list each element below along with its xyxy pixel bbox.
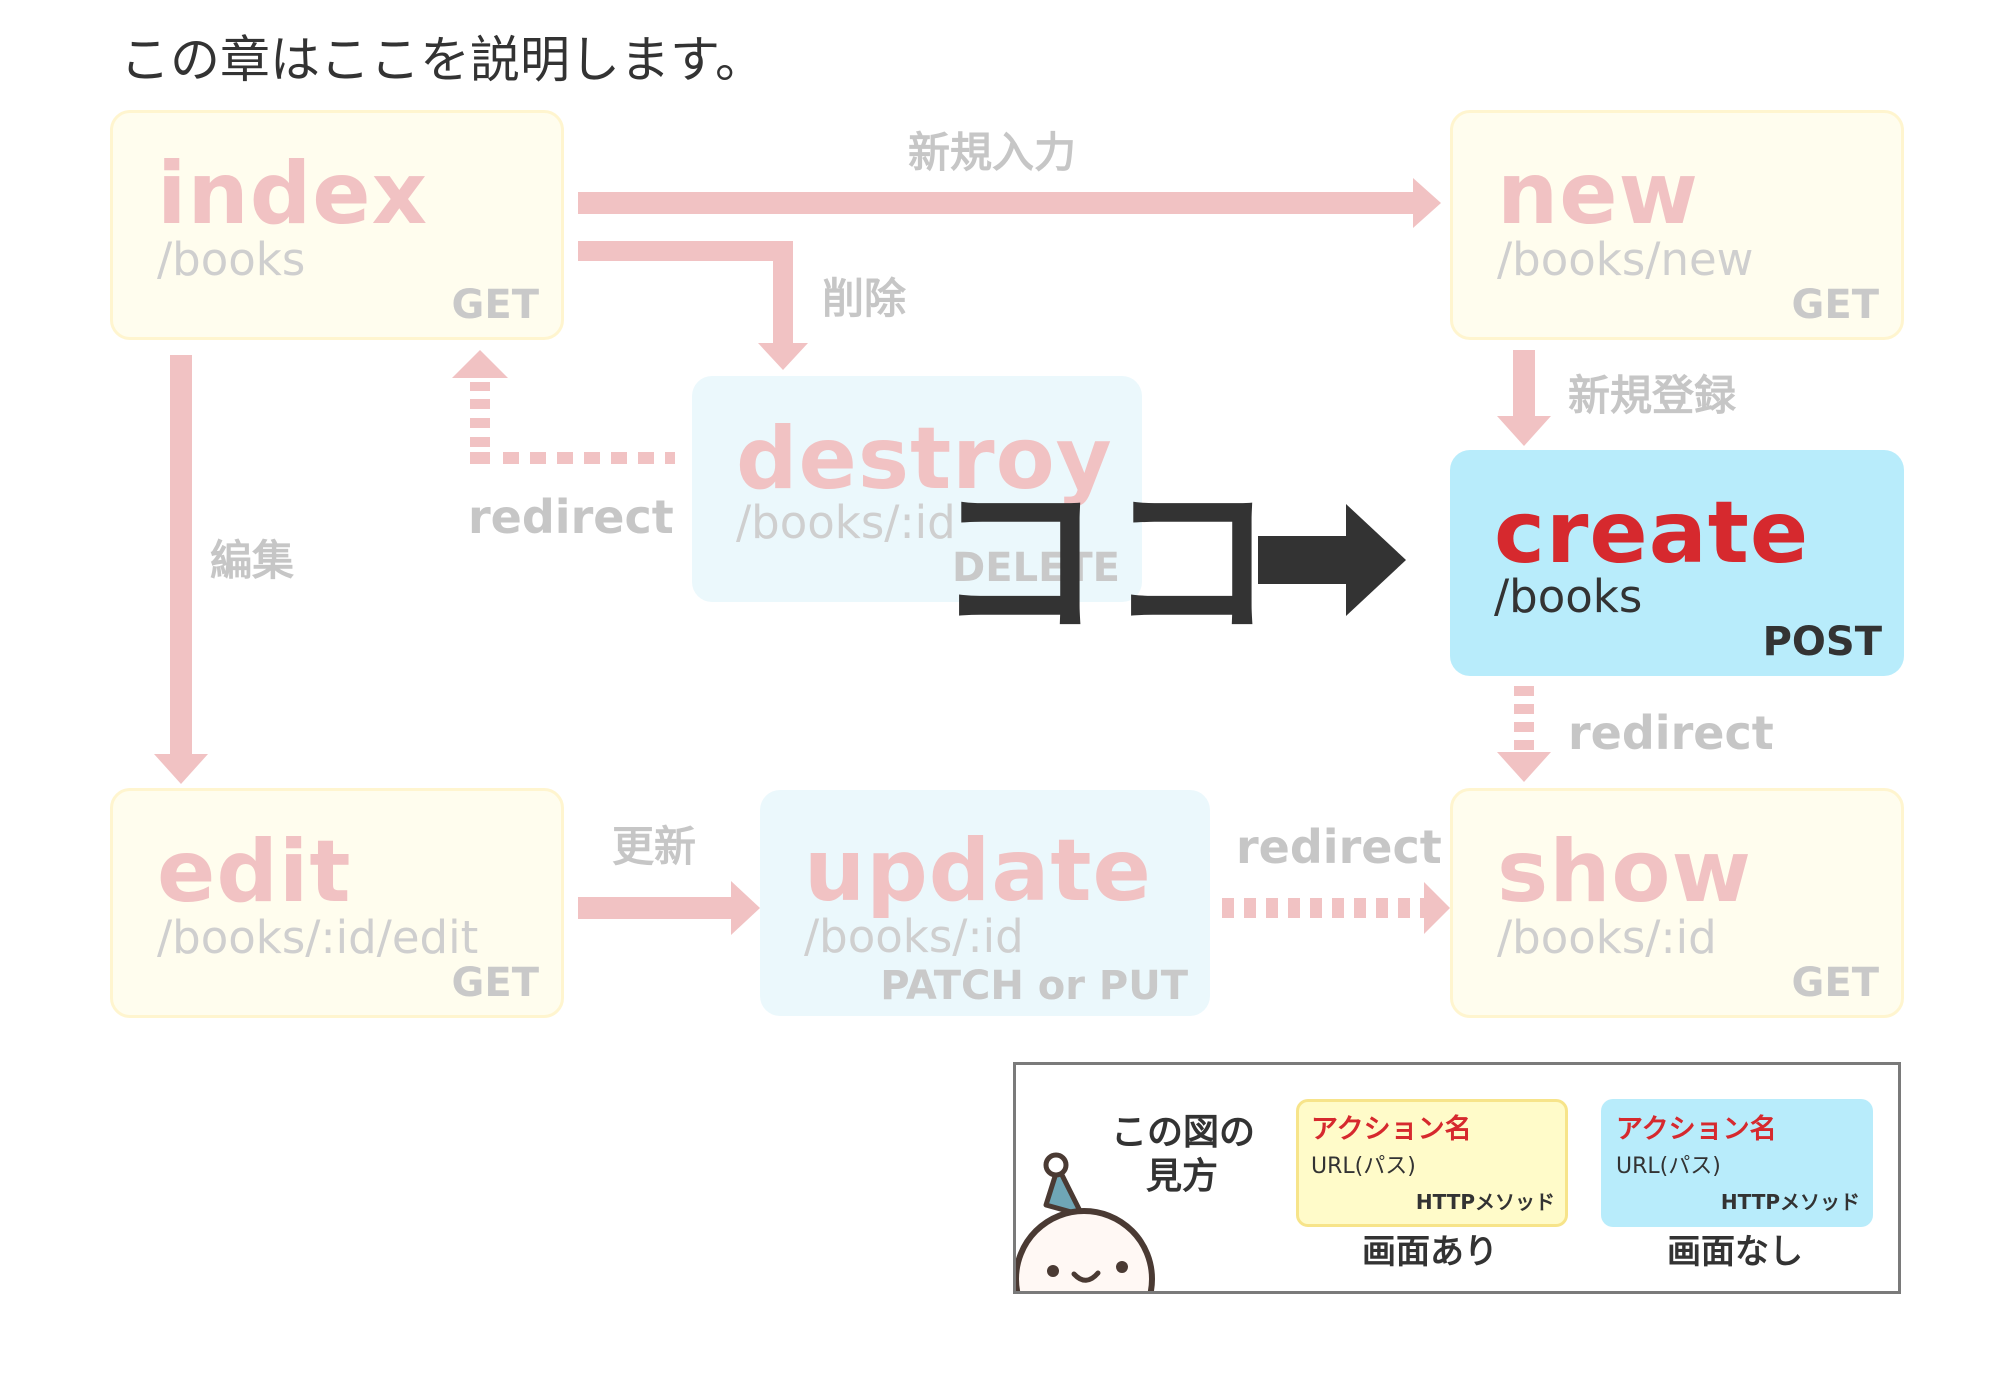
node-destroy-action: destroy	[736, 409, 1113, 509]
node-edit-url: /books/:id/edit	[157, 911, 479, 964]
edge-label-index-destroy: 削除	[822, 274, 907, 323]
legend-screen-method: HTTPメソッド	[1415, 1190, 1555, 1214]
arrow-destroy-to-index	[452, 350, 675, 464]
edge-label-update-show: redirect	[1236, 820, 1442, 874]
edge-label-destroy-index: redirect	[468, 490, 674, 544]
arrow-edit-to-update	[578, 881, 760, 935]
node-edit: edit /books/:id/edit GET	[110, 788, 564, 1018]
node-edit-method: GET	[451, 960, 539, 1006]
arrow-right-icon	[1258, 504, 1406, 616]
node-show-url: /books/:id	[1497, 911, 1717, 964]
legend-noscreen-method: HTTPメソッド	[1720, 1190, 1860, 1214]
node-new: new /books/new GET	[1450, 110, 1904, 340]
node-new-method: GET	[1791, 282, 1879, 328]
node-show-method: GET	[1791, 960, 1879, 1006]
edge-label-create-show: redirect	[1568, 706, 1774, 760]
node-index-method: GET	[451, 282, 539, 328]
node-update: update /books/:id PATCH or PUT	[760, 790, 1210, 1016]
node-create: create /books POST	[1450, 450, 1904, 676]
node-new-action: new	[1497, 144, 1700, 244]
node-create-method: POST	[1762, 619, 1882, 665]
legend-screen-url: URL(パス)	[1311, 1154, 1416, 1179]
node-update-action: update	[804, 821, 1152, 921]
node-destroy: destroy /books/:id DELETE	[692, 376, 1142, 602]
legend-title-line2: 見方	[1146, 1156, 1219, 1197]
arrow-index-to-destroy	[578, 241, 808, 370]
legend-noscreen-action: アクション名	[1616, 1114, 1777, 1145]
legend-noscreen-caption: 画面なし	[1667, 1232, 1803, 1272]
arrow-new-to-create	[1497, 350, 1551, 446]
legend-screen-caption: 画面あり	[1362, 1232, 1498, 1272]
node-update-method: PATCH or PUT	[880, 963, 1188, 1009]
arrow-index-to-edit	[154, 355, 208, 784]
arrow-create-to-show	[1497, 686, 1551, 782]
arrow-index-to-new	[578, 178, 1441, 228]
mascot-icon	[1016, 1152, 1155, 1291]
legend: この図の 見方 アクション名 URL(パス) HTTPメソッド 画面あり アクシ…	[1013, 1062, 1901, 1294]
node-create-url: /books	[1494, 570, 1643, 623]
legend-sample-screen: アクション名 URL(パス) HTTPメソッド	[1296, 1099, 1568, 1227]
edge-label-index-new: 新規入力	[908, 128, 1077, 177]
edge-label-new-create: 新規登録	[1568, 371, 1737, 420]
node-destroy-method: DELETE	[952, 545, 1120, 591]
legend-sample-noscreen: アクション名 URL(パス) HTTPメソッド	[1601, 1099, 1873, 1227]
arrow-update-to-show	[1222, 882, 1450, 934]
node-update-url: /books/:id	[804, 910, 1024, 963]
node-destroy-url: /books/:id	[736, 496, 956, 549]
node-create-action: create	[1494, 483, 1810, 583]
node-edit-action: edit	[157, 822, 352, 922]
node-new-url: /books/new	[1497, 233, 1754, 286]
node-show: show /books/:id GET	[1450, 788, 1904, 1018]
legend-screen-action: アクション名	[1311, 1114, 1472, 1145]
edge-label-edit-update: 更新	[612, 822, 697, 871]
edge-label-index-edit: 編集	[210, 536, 295, 585]
node-index: index /books GET	[110, 110, 564, 340]
callout-label: ココ	[935, 464, 1279, 660]
node-index-url: /books	[157, 233, 306, 286]
node-show-action: show	[1497, 822, 1752, 922]
node-index-action: index	[157, 144, 429, 244]
legend-title-line1: この図の	[1111, 1112, 1256, 1153]
page-title: この章はここを説明します。	[120, 31, 765, 89]
legend-noscreen-url: URL(パス)	[1616, 1154, 1721, 1179]
